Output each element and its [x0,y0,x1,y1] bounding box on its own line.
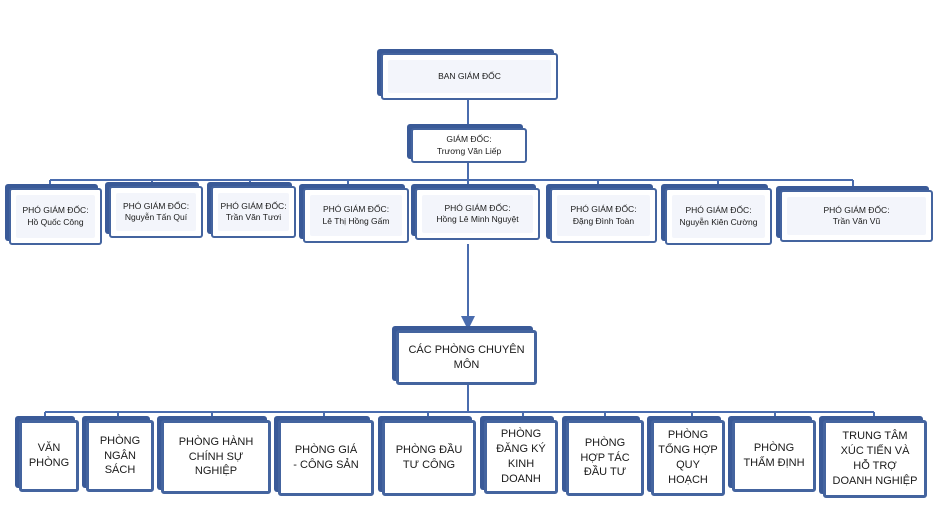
director-box: GIÁM ĐỐC: Trương Văn Liếp [411,128,527,163]
department-label: PHÒNG NGÂN SÁCH [99,434,141,477]
deputy-box-7: PHÓ GIÁM ĐỐC: Nguyễn Kiên Cường [665,188,772,245]
deputy-name: Hồ Quốc Công [27,216,84,227]
deputy-box-3: PHÓ GIÁM ĐỐC: Trần Văn Tươi [211,186,296,238]
deputy-box-1: PHÓ GIÁM ĐỐC: Hồ Quốc Công [9,188,102,245]
department-label: PHÒNG ĐẦU TƯ CÔNG [395,444,463,471]
department-label: VĂN PHÒNG [28,442,70,469]
deputy-box-4: PHÓ GIÁM ĐỐC: Lê Thị Hồng Gấm [303,188,409,243]
department-box-2: PHÒNG NGÂN SÁCH [86,420,154,492]
deputy-title: PHÓ GIÁM ĐỐC: [444,202,511,213]
deputy-title: PHÓ GIÁM ĐỐC: [220,200,287,211]
deputy-name: Trần Văn Tươi [225,212,282,222]
department-box-10: TRUNG TÂM XÚC TIẾN VÀ HỖ TRỢ DOANH NGHIỆ… [823,420,927,498]
department-label: PHÒNG TỔNG HỢP QUY HOẠCH [658,429,718,486]
department-box-7: PHÒNG HỢP TÁC ĐẦU TƯ [566,420,644,496]
department-box-3: PHÒNG HÀNH CHÍNH SỰ NGHIỆP [161,420,271,494]
director-name: Trương Văn Liếp [436,145,502,156]
departments-group-box: CÁC PHÒNG CHUYÊN MÔN [396,330,537,385]
department-box-6: PHÒNG ĐĂNG KÝ KINH DOANH [484,420,558,494]
department-box-4: PHÒNG GIÁ - CÔNG SẢN [278,420,374,496]
deputy-box-8: PHÓ GIÁM ĐỐC: Trần Văn Vũ [780,190,933,242]
deputy-title: PHÓ GIÁM ĐỐC: [570,204,637,215]
deputy-box-2: PHÓ GIÁM ĐỐC: Nguyễn Tấn Quí [109,186,203,238]
departments-group-label: CÁC PHÒNG CHUYÊN MÔN [408,343,525,371]
deputy-title: PHÓ GIÁM ĐỐC: [322,204,390,215]
deputy-title: PHÓ GIÁM ĐỐC: [122,200,190,211]
department-box-8: PHÒNG TỔNG HỢP QUY HOẠCH [651,420,725,496]
deputy-name: Đặng Đình Toàn [572,215,635,226]
deputy-name: Trần Văn Vũ [832,216,881,226]
connector-deputy-drops [49,180,854,190]
deputy-name: Hồng Lê Minh Nguyệt [436,214,519,224]
director-title: GIÁM ĐỐC: [446,134,492,145]
department-label: PHÒNG ĐĂNG KÝ KINH DOANH [496,428,546,485]
deputy-title: PHÓ GIÁM ĐỐC: [22,205,89,216]
deputy-title: PHÓ GIÁM ĐỐC: [685,205,752,216]
deputy-box-6: PHÓ GIÁM ĐỐC: Đặng Đình Toàn [550,188,657,243]
department-box-5: PHÒNG ĐẦU TƯ CÔNG [382,420,476,496]
deputy-title: PHÓ GIÁM ĐỐC: [823,204,890,215]
department-box-1: VĂN PHÒNG [19,420,79,492]
deputy-name: Nguyễn Kiên Cường [679,216,758,227]
department-label: PHÒNG HÀNH CHÍNH SỰ NGHIỆP [178,435,254,478]
deputy-box-5: PHÓ GIÁM ĐỐC: Hồng Lê Minh Nguyệt [415,188,540,240]
department-label: PHÒNG HỢP TÁC ĐẦU TƯ [580,436,630,479]
connector-arrow-head [461,316,475,330]
board-box: BAN GIÁM ĐỐC [381,53,558,100]
department-label: PHÒNG THẨM ĐỊNH [743,442,805,469]
connector-department-drops [44,412,875,420]
deputy-name: Nguyễn Tấn Quí [124,212,188,222]
department-box-9: PHÒNG THẨM ĐỊNH [732,420,816,492]
board-label: BAN GIÁM ĐỐC [438,70,501,81]
department-label: TRUNG TÂM XÚC TIẾN VÀ HỖ TRỢ DOANH NGHIỆ… [832,430,918,487]
deputy-name: Lê Thị Hồng Gấm [322,215,390,226]
department-label: PHÒNG GIÁ - CÔNG SẢN [293,444,359,471]
